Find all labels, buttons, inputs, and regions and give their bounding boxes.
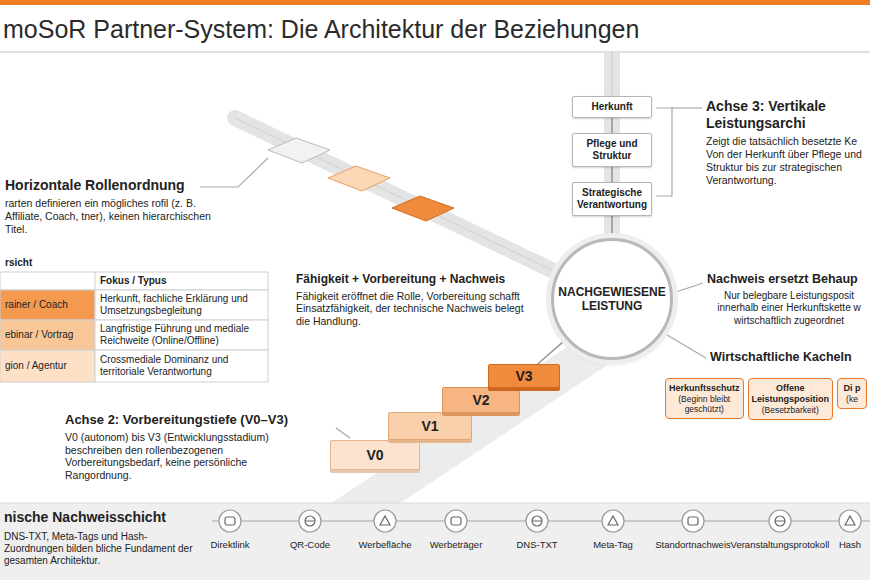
text-label: gion / Agentur [5, 350, 93, 382]
node-heading: Offene Leistungsposition [752, 383, 830, 405]
diagonal-road [235, 118, 560, 274]
heading-label: Nachweis ersetzt Behaup [707, 272, 867, 287]
icon-label: QR-Code [280, 539, 340, 551]
node-heading: V3 [515, 368, 532, 385]
level-box: Herkunft [572, 96, 652, 118]
leader-line [672, 107, 702, 108]
node-heading: Strategische Verantwortung [576, 187, 648, 211]
node-body: DNS-TXT, Meta-Tags und Hash-Zuordnungen … [4, 531, 200, 567]
icon-label: Hash [835, 539, 865, 551]
text-label: Langfristige Führung und mediale Reichwe… [100, 320, 266, 350]
level-box: Strategische Verantwortung [572, 182, 652, 216]
proof-icon [374, 510, 396, 532]
proof-icon [299, 510, 321, 532]
band-rule [0, 503, 870, 504]
center-circle: NACHGEWIESENE LEISTUNG [551, 238, 673, 360]
leader-line [662, 332, 706, 358]
economic-tile: Di p(ke [837, 378, 867, 409]
connector [611, 167, 613, 182]
node-heading: nische Nachweisschicht [4, 509, 304, 526]
proof-icon [839, 510, 861, 532]
text-label: Zeigt die tatsächlich besetzte Ke Von de… [706, 135, 866, 186]
heading-label: Fähigkeit + Vorbereitung + Nachweis [296, 272, 546, 287]
node-body: (Besetzbarkeit) [752, 405, 830, 415]
top-bar [0, 0, 870, 5]
proof-icon [602, 510, 624, 532]
node-heading: Herkunft [576, 101, 648, 113]
icon-row [219, 510, 861, 532]
proof-icon [769, 510, 791, 532]
proof-icon [526, 510, 548, 532]
role-tile [392, 196, 454, 221]
leader-line [673, 283, 703, 293]
node-heading: Herkunftsschutz [669, 383, 740, 394]
proof-icon [219, 510, 241, 532]
connector [611, 118, 613, 133]
icon-label: Werbefläche [352, 539, 418, 551]
role-tile [268, 138, 330, 163]
text-label: ebinar / Vortrag [5, 320, 93, 350]
proof-band [0, 503, 870, 580]
title: moSoR Partner-System: Die Architektur de… [3, 14, 639, 45]
text-label: Crossmediale Dominanz und territoriale V… [100, 350, 266, 382]
node-body: (Beginn bleibt geschützt) [669, 394, 740, 414]
heading-label: Achse 2: Vorbereitungstiefe (V0–V3) [65, 412, 340, 428]
node-heading: Di p [841, 383, 863, 394]
icon-label: Meta-Tag [583, 539, 643, 551]
overview-table [0, 272, 268, 382]
node-heading: Pflege und Struktur [576, 138, 648, 162]
role-tile [328, 166, 390, 191]
proof-icon [445, 510, 467, 532]
level-tile: V1 [388, 412, 472, 440]
text-label: Fähigkeit eröffnet die Rolle, Vorbereitu… [296, 290, 531, 328]
heading-label: Achse 3: Vertikale Leistungsarchi [706, 98, 866, 132]
node-heading: V0 [366, 447, 383, 464]
icon-label: Veranstaltungsprotokoll [726, 539, 834, 551]
economic-tile: Herkunftsschutz(Beginn bleibt geschützt) [665, 378, 744, 419]
text-label: Nur belegbare Leistungsposit innerhalb e… [712, 290, 866, 327]
title-rule [0, 51, 870, 53]
icon-label: Standortnachweis [651, 539, 735, 551]
economic-tile: Offene Leistungsposition(Besetzbarkeit) [748, 378, 834, 420]
icon-label: Werbeträger [423, 539, 489, 551]
text-label: rainer / Coach [5, 290, 93, 320]
proof-icon [682, 510, 704, 532]
node-heading: V1 [421, 418, 438, 435]
bracket [656, 108, 672, 196]
connector [538, 339, 566, 364]
node-heading: V2 [472, 392, 489, 409]
level-tile: V0 [330, 440, 420, 470]
level-box: Pflege und Struktur [572, 133, 652, 167]
node-heading: NACHGEWIESENE LEISTUNG [558, 285, 665, 314]
text-label: V0 (autonom) bis V3 (Entwicklungsstadium… [65, 431, 315, 482]
connector [611, 216, 613, 238]
text-label: rarten definieren ein mögliches rofil (z… [5, 197, 220, 235]
text-label: Herkunft, fachliche Erklärung und Umsetz… [100, 290, 266, 320]
level-tile: V3 [488, 364, 560, 388]
heading-label: Wirtschaftliche Kacheln [710, 350, 867, 365]
level-tile: V2 [442, 387, 520, 413]
icon-label: Direktlink [202, 539, 258, 551]
icon-label: DNS-TXT [507, 539, 567, 551]
heading-label: rsicht [5, 257, 125, 269]
heading-label: Fokus / Typus [100, 272, 265, 290]
leader-line [200, 158, 268, 187]
diagonal-road-axis [235, 118, 560, 274]
node-body: (ke [841, 394, 863, 404]
heading-label: Horizontale Rollenordnung [5, 177, 245, 194]
leader-line [336, 428, 350, 438]
